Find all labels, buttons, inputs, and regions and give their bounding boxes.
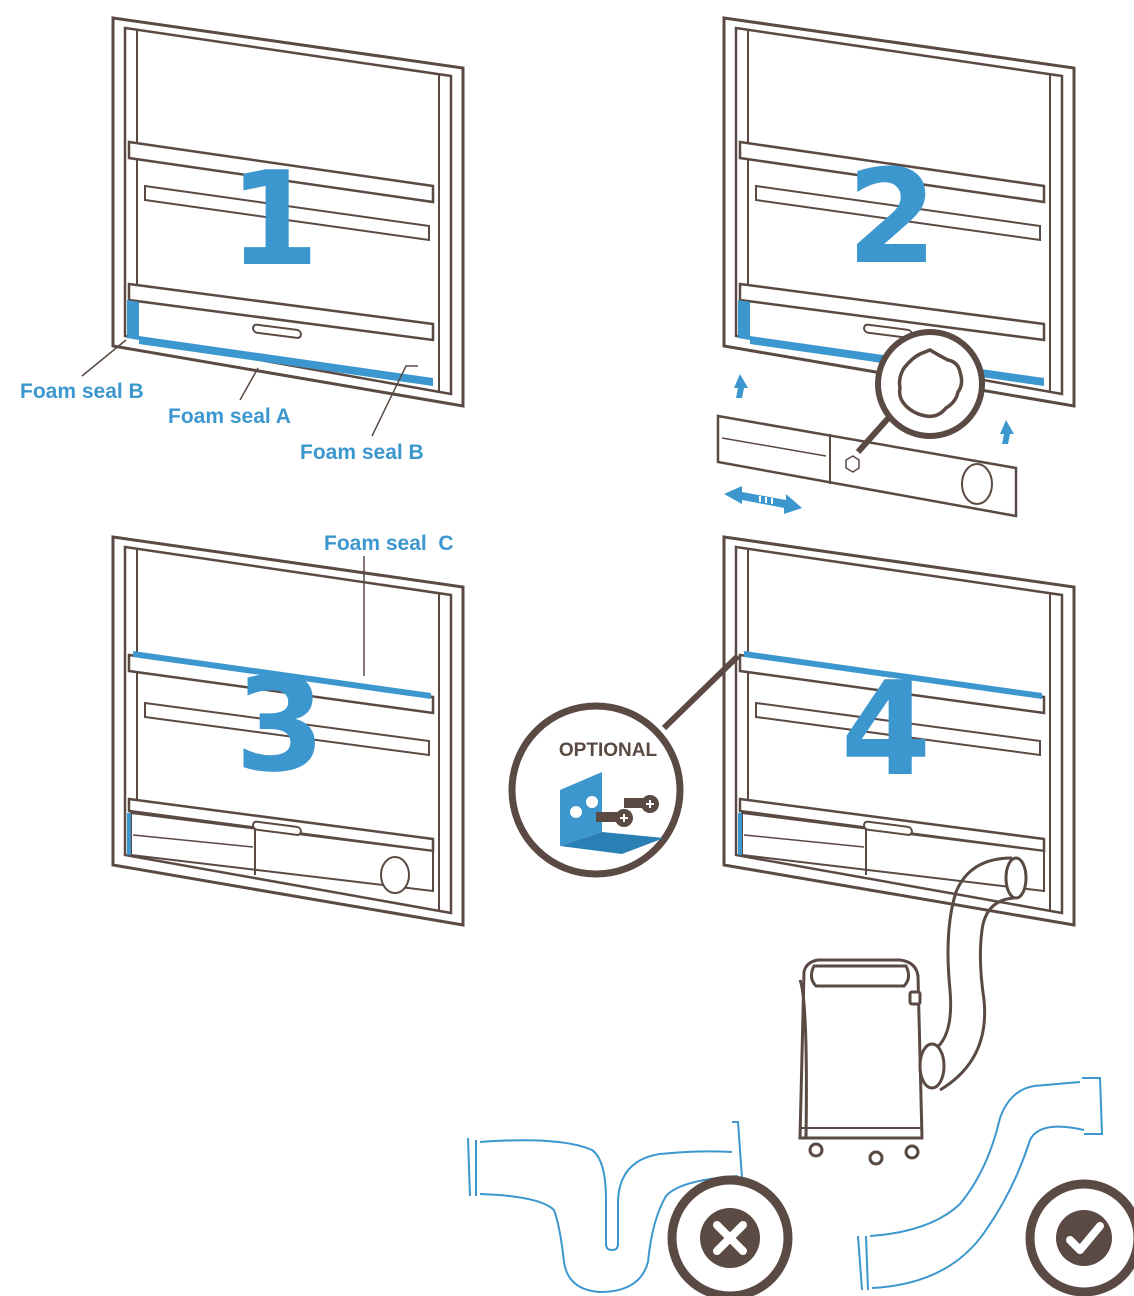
step-2-number: 2 <box>847 141 937 293</box>
foam-seal-c-label: Foam seal C <box>324 532 454 555</box>
up-arrow-right-icon <box>1000 420 1014 444</box>
foam-seal-b-left-label: Foam seal B <box>20 380 144 403</box>
step-4-number: 4 <box>841 653 931 805</box>
leader-line-a <box>240 368 258 400</box>
leader-line-b-left <box>82 340 126 376</box>
foam-seal-b-right-label: Foam seal B <box>300 441 424 464</box>
portable-ac-unit <box>800 960 944 1164</box>
foam-seal-a-label: Foam seal A <box>168 405 291 428</box>
slide-arrow-icon <box>724 486 802 514</box>
zoom-hex-circle <box>878 332 982 436</box>
step-3-number: 3 <box>235 649 325 801</box>
step-1-number: 1 <box>229 143 319 295</box>
check-mark-icon <box>1030 1184 1134 1292</box>
optional-label: OPTIONAL <box>559 740 658 761</box>
x-mark-icon <box>672 1180 788 1296</box>
up-arrow-left-icon <box>734 374 748 398</box>
hex-bolt-icon <box>846 456 859 472</box>
